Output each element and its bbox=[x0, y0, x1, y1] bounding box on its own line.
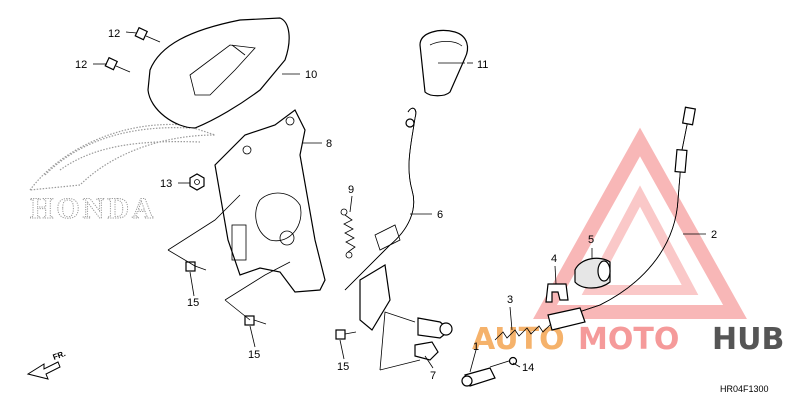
watermark-triangle-inner bbox=[581, 185, 699, 295]
callout-3: 3 bbox=[507, 294, 513, 306]
bolt-15-b bbox=[244, 315, 267, 326]
honda-logo-text: HONDA bbox=[30, 192, 157, 225]
part-8-bracket bbox=[214, 109, 326, 293]
callout-8: 8 bbox=[326, 138, 332, 150]
callout-1: 1 bbox=[473, 341, 479, 353]
part-7-ball-joints bbox=[414, 317, 453, 361]
bolt-15-a bbox=[185, 261, 207, 272]
bolt-12-upper bbox=[134, 26, 161, 43]
part-14-bolt bbox=[489, 356, 518, 368]
bolt-15-c bbox=[335, 329, 357, 340]
nut-13 bbox=[189, 173, 205, 191]
callout-15-c: 15 bbox=[337, 361, 349, 373]
watermark-hub: HUB bbox=[712, 322, 784, 357]
callout-15-a: 15 bbox=[187, 297, 199, 309]
part-9-spring bbox=[340, 208, 356, 259]
honda-wing-logo: HONDA bbox=[28, 123, 216, 226]
watermark-auto: AUTO bbox=[472, 322, 565, 357]
bolt-12-lower bbox=[104, 56, 131, 73]
part-10-cover bbox=[147, 17, 290, 129]
callout-15-b: 15 bbox=[248, 349, 260, 361]
callout-7: 7 bbox=[430, 370, 436, 382]
callout-2: 2 bbox=[711, 229, 717, 241]
callout-14: 14 bbox=[522, 362, 534, 374]
callout-13: 13 bbox=[160, 178, 172, 190]
callout-4: 4 bbox=[551, 253, 557, 265]
callout-11: 11 bbox=[477, 59, 488, 71]
callout-10: 10 bbox=[305, 69, 317, 81]
watermark: AUTO MOTO HUB bbox=[472, 127, 784, 357]
part-1-pin bbox=[461, 367, 496, 387]
callout-9: 9 bbox=[348, 184, 354, 196]
callout-numbers: 12 12 10 11 8 13 9 6 2 5 4 3 15 15 15 7 … bbox=[75, 28, 717, 382]
fr-arrow-icon: FR. bbox=[26, 349, 67, 380]
part-3-spring bbox=[494, 323, 552, 341]
diagram-code: HR04F1300 bbox=[720, 384, 769, 394]
fr-label: FR. bbox=[52, 349, 67, 362]
callout-12-upper: 12 bbox=[108, 28, 120, 40]
part-2-cable bbox=[547, 106, 697, 331]
leader-lines bbox=[93, 31, 706, 373]
callout-5: 5 bbox=[588, 234, 594, 246]
watermark-triangle bbox=[533, 127, 747, 319]
callout-6: 6 bbox=[437, 209, 443, 221]
part-4-clip bbox=[545, 283, 569, 303]
part-5-grommet bbox=[574, 257, 611, 289]
callout-12-lower: 12 bbox=[75, 59, 87, 71]
part-6-lever bbox=[344, 107, 417, 331]
watermark-moto: MOTO bbox=[578, 322, 679, 357]
